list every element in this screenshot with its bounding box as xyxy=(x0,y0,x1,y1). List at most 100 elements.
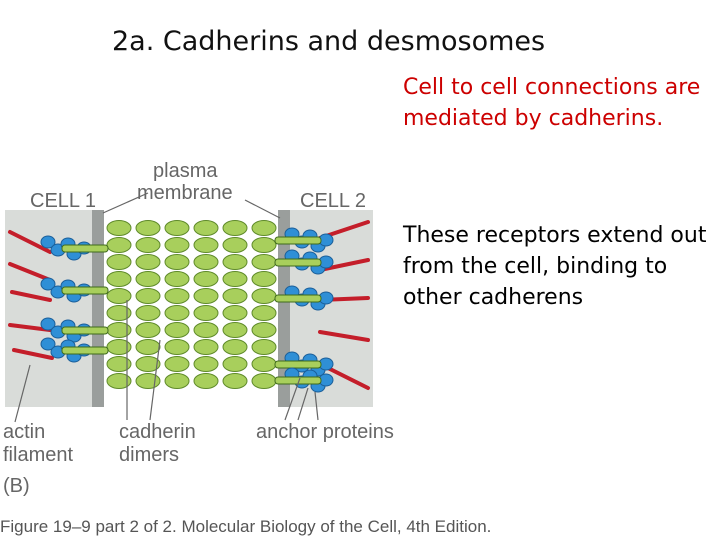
cadherin-bead xyxy=(222,356,248,372)
cadherin-bead xyxy=(251,305,277,321)
cadherin-bead xyxy=(193,271,219,287)
cadherin-rod-left xyxy=(61,326,109,335)
cadherin-bead xyxy=(222,339,248,355)
cell-2-label: CELL 2 xyxy=(300,190,366,212)
cadherin-rod-right xyxy=(274,360,322,369)
plasma-membrane-label-line1: plasma xyxy=(153,160,218,182)
cadherin-bead xyxy=(164,322,190,338)
cadherin-bead xyxy=(222,305,248,321)
actin-pointer xyxy=(14,364,31,423)
cadherin-bead xyxy=(164,339,190,355)
cadherin-bead xyxy=(164,356,190,372)
cadherin-bead xyxy=(251,237,277,253)
actin-filament-left xyxy=(8,262,52,282)
actin-filament-left xyxy=(8,323,52,332)
anchor-pointer-1 xyxy=(284,377,301,421)
cadherin-label-line1: cadherin xyxy=(119,421,196,443)
cadherin-pointer-2 xyxy=(149,339,161,421)
cadherin-bead xyxy=(135,322,161,338)
cadherin-bead xyxy=(135,373,161,389)
cell-1-plasma-membrane xyxy=(92,210,104,407)
cadherin-bead xyxy=(106,220,132,236)
anchor-protein-left xyxy=(40,317,56,331)
cadherin-bead xyxy=(106,254,132,270)
cadherin-bead xyxy=(251,356,277,372)
cadherin-bead xyxy=(193,237,219,253)
cadherin-bead xyxy=(251,254,277,270)
figure-caption: Figure 19–9 part 2 of 2. Molecular Biolo… xyxy=(0,517,492,536)
cadherin-rod-left xyxy=(61,244,109,253)
cadherin-bead xyxy=(193,373,219,389)
cadherin-bead xyxy=(135,220,161,236)
cadherin-dimer-beads xyxy=(106,220,277,389)
actin-filaments xyxy=(8,220,370,390)
actin-filament-left xyxy=(10,290,52,302)
cadherin-bead xyxy=(164,237,190,253)
cadherin-bead xyxy=(135,237,161,253)
cadherin-bead xyxy=(193,339,219,355)
cadherin-bead xyxy=(222,237,248,253)
cadherin-bead xyxy=(222,254,248,270)
plasma-membrane-label-line2: membrane xyxy=(137,182,233,204)
cadherin-bead xyxy=(164,220,190,236)
actin-filament-right xyxy=(318,330,370,342)
anchor-proteins-label: anchor proteins xyxy=(256,421,394,443)
cadherin-bead xyxy=(251,220,277,236)
cadherin-rod-left xyxy=(61,286,109,295)
panel-label: (B) xyxy=(3,475,30,497)
cadherin-bead xyxy=(193,305,219,321)
cadherin-bead xyxy=(251,288,277,304)
anchor-protein-clusters xyxy=(40,227,334,393)
actin-filament-left xyxy=(8,230,52,254)
bullet-receptors-extend: These receptors extend out from the cell… xyxy=(403,223,707,310)
cadherin-bead xyxy=(135,254,161,270)
cadherin-bead xyxy=(251,271,277,287)
anchor-pointer-2 xyxy=(297,387,309,421)
cadherin-bead xyxy=(222,220,248,236)
plasma-membrane-pointer-left xyxy=(102,192,149,214)
cadherin-bead xyxy=(193,254,219,270)
anchor-pointer-3 xyxy=(314,391,319,421)
cadherin-bead xyxy=(135,339,161,355)
cadherin-bead xyxy=(106,271,132,287)
actin-filament-right xyxy=(318,258,370,272)
cadherin-label-line2: dimers xyxy=(119,444,179,466)
cadherin-bead xyxy=(106,305,132,321)
cadherin-bead xyxy=(164,254,190,270)
plasma-membrane-pointer-right xyxy=(244,199,281,219)
cadherin-rod-right xyxy=(274,294,322,303)
anchor-protein-left xyxy=(40,337,56,351)
cadherin-bead xyxy=(222,322,248,338)
cadherin-bead xyxy=(135,305,161,321)
cadherin-rod-right xyxy=(274,258,322,267)
anchor-protein-left xyxy=(40,235,56,249)
cell-1-label: CELL 1 xyxy=(30,190,96,212)
cadherin-bead xyxy=(193,288,219,304)
cadherin-bead xyxy=(164,305,190,321)
actin-label-line1: actin xyxy=(3,421,45,443)
cadherin-bead xyxy=(164,271,190,287)
cadherin-bead xyxy=(193,356,219,372)
cadherin-bead xyxy=(251,322,277,338)
cadherin-bead xyxy=(106,237,132,253)
cadherin-bead xyxy=(106,288,132,304)
cadherin-bead xyxy=(193,322,219,338)
actin-filament-left xyxy=(12,348,54,360)
cadherin-bead xyxy=(193,220,219,236)
cadherin-bead xyxy=(222,288,248,304)
actin-label-line2: filament xyxy=(3,444,73,466)
cadherin-bead xyxy=(164,288,190,304)
cadherin-bead xyxy=(251,339,277,355)
label-pointer-lines xyxy=(14,192,319,423)
cadherin-bead xyxy=(135,288,161,304)
cadherin-bead xyxy=(222,271,248,287)
cadherin-bead xyxy=(164,373,190,389)
anchor-protein-left xyxy=(40,277,56,291)
slide-title: 2a. Cadherins and desmosomes xyxy=(112,26,546,57)
cadherin-bead xyxy=(106,373,132,389)
cadherin-rod-right xyxy=(274,236,322,245)
cadherin-bead xyxy=(251,373,277,389)
cadherin-rod-left xyxy=(61,346,109,355)
cadherin-bead xyxy=(135,356,161,372)
